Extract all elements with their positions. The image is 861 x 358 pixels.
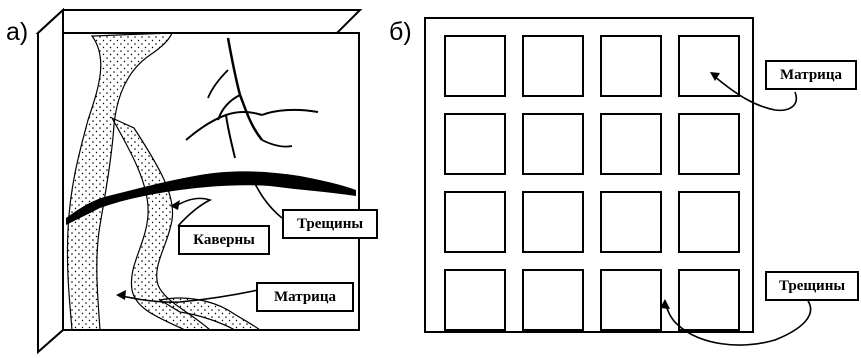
caverns-label: Каверны <box>178 225 270 255</box>
matrix-block <box>522 191 584 253</box>
panel-b-letter: б) <box>389 18 412 46</box>
matrix-label-b: Матрица <box>765 60 857 90</box>
fractures-label-b: Трещины <box>765 271 859 301</box>
matrix-block <box>678 269 740 331</box>
matrix-block <box>678 35 740 97</box>
matrix-block <box>444 191 506 253</box>
matrix-block <box>600 269 662 331</box>
matrix-block <box>678 191 740 253</box>
matrix-block <box>600 113 662 175</box>
fractures-label-a: Трещины <box>282 209 378 239</box>
matrix-block <box>600 191 662 253</box>
matrix-block <box>444 35 506 97</box>
matrix-block <box>522 113 584 175</box>
matrix-block <box>522 35 584 97</box>
matrix-block <box>444 269 506 331</box>
panel-a-arrowheads <box>116 172 256 300</box>
matrix-block <box>522 269 584 331</box>
matrix-label-a: Матрица <box>256 282 354 312</box>
panel-b-arrowheads <box>660 72 720 309</box>
matrix-block <box>600 35 662 97</box>
panel-a-letter: а) <box>6 18 29 46</box>
matrix-blocks-grid <box>444 35 740 331</box>
fractures-lines <box>66 37 356 225</box>
matrix-block <box>444 113 506 175</box>
caverns-channel <box>66 32 262 331</box>
panel-b-arrows <box>665 75 812 346</box>
matrix-block <box>678 113 740 175</box>
